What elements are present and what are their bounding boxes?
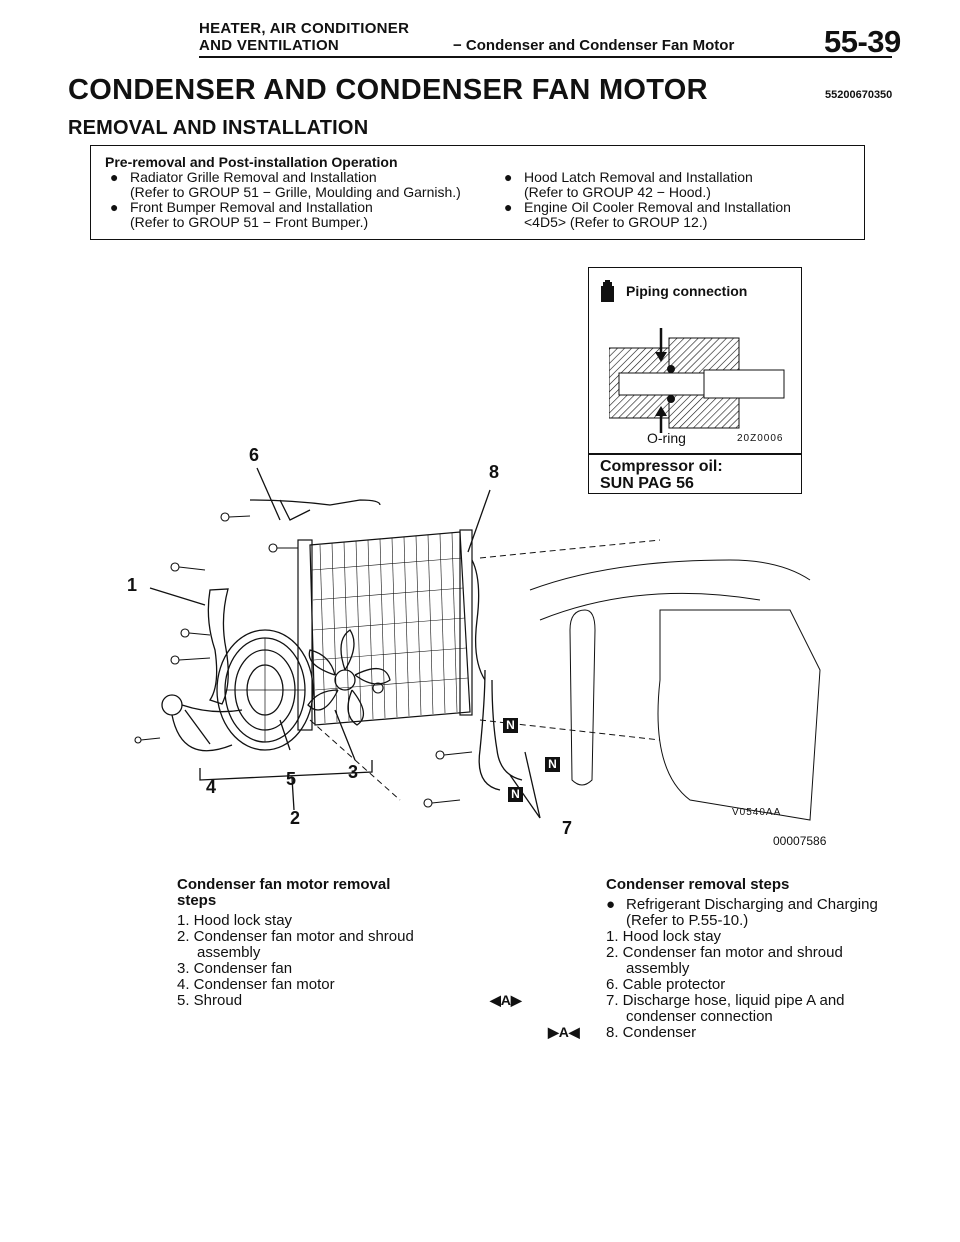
step-item: 2. Condenser fan motor and shroud xyxy=(606,944,843,961)
n-mark-badge: N xyxy=(545,757,560,772)
n-mark-badge: N xyxy=(508,787,523,802)
callout-7: 7 xyxy=(562,818,573,838)
step-item: 8. Condenser xyxy=(606,1024,697,1041)
steps-title-cont: steps xyxy=(177,892,217,909)
bracket-line xyxy=(199,760,373,781)
section-subtitle: REMOVAL AND INSTALLATION xyxy=(68,117,369,139)
compressor-oil-label: Compressor oil: xyxy=(600,458,723,475)
pre-item-text: Hood Latch Removal and Installation xyxy=(524,169,753,185)
bullet-icon: ● xyxy=(110,169,119,185)
pre-item: ● Engine Oil Cooler Removal and Installat… xyxy=(499,200,791,230)
pre-removal-box: Pre-removal and Post-installation Operat… xyxy=(90,145,865,240)
pre-removal-left-column: ● Radiator Grille Removal and Installatio… xyxy=(105,170,461,230)
step-item: 1. Hood lock stay xyxy=(177,912,293,929)
service-marker-a: ▶A◀ xyxy=(548,1024,580,1040)
leader-line xyxy=(149,587,206,606)
steps-title: Condenser removal steps xyxy=(606,876,790,893)
pre-item-ref: <4D5> (Refer to GROUP 12.) xyxy=(524,214,708,230)
steps-title: Condenser fan motor removal xyxy=(177,876,391,893)
bullet-icon: ● xyxy=(110,199,119,215)
bullet-icon: ● xyxy=(504,199,513,215)
condenser-fan xyxy=(307,629,391,726)
step-item: 1. Hood lock stay xyxy=(606,928,722,945)
inset-figure-code: 20Z0006 xyxy=(737,433,784,444)
leader-line xyxy=(256,467,281,521)
inset-divider xyxy=(589,453,801,455)
step-item-cont: (Refer to P.55-10.) xyxy=(626,912,749,929)
inset-title: Piping connection xyxy=(626,283,748,299)
piping-connection-inset: Piping connection O-ring 20Z0006 Compres… xyxy=(588,267,802,494)
step-item: 6. Cable protector xyxy=(606,976,726,993)
bullet-icon: ● xyxy=(504,169,513,185)
receiver-drier xyxy=(569,609,596,786)
callout-2: 2 xyxy=(290,808,301,828)
vehicle-body-outline xyxy=(309,539,821,821)
step-item: 5. Shroud xyxy=(177,992,243,1009)
callout-4: 4 xyxy=(206,777,217,797)
pre-item-ref: (Refer to GROUP 51 − Grille, Moulding an… xyxy=(130,184,461,200)
step-item: 4. Condenser fan motor xyxy=(177,976,335,993)
callout-1: 1 xyxy=(127,575,138,595)
page-number: 55-39 xyxy=(824,24,901,59)
refrigerant-pipes xyxy=(471,559,523,791)
pre-item: ● Radiator Grille Removal and Installatio… xyxy=(105,170,461,200)
fan-shroud xyxy=(207,588,314,751)
step-item-cont: assembly xyxy=(626,960,690,977)
bolt-group xyxy=(134,512,473,808)
pre-item-ref: (Refer to GROUP 51 − Front Bumper.) xyxy=(130,214,369,230)
oring-label: O-ring xyxy=(647,430,686,446)
callout-5: 5 xyxy=(286,769,297,789)
fan-motor xyxy=(161,694,243,752)
subsection-title: − Condenser and Condenser Fan Motor xyxy=(453,37,735,54)
step-item: 7. Discharge hose, liquid pipe A and xyxy=(606,992,845,1009)
page-title: CONDENSER AND CONDENSER FAN MOTOR xyxy=(68,74,708,106)
step-item: 2. Condenser fan motor and shroud xyxy=(177,928,414,945)
leader-line xyxy=(467,489,491,553)
figure-id: 00007586 xyxy=(773,834,827,848)
pre-item-text: Front Bumper Removal and Installation xyxy=(130,199,373,215)
pre-item: ● Hood Latch Removal and Installation(Ref… xyxy=(499,170,791,200)
service-marker-a: ◀A▶ xyxy=(490,992,522,1008)
header-divider xyxy=(199,56,892,58)
title-code: 55200670350 xyxy=(825,89,893,101)
figure-code-small: V0540AA xyxy=(732,807,782,818)
step-item-cont: condenser connection xyxy=(626,1008,773,1025)
step-text: Refrigerant Discharging and Charging xyxy=(626,896,878,913)
leader-line xyxy=(184,709,211,745)
pre-item-text: Radiator Grille Removal and Installation xyxy=(130,169,377,185)
cable-protector xyxy=(249,499,381,506)
section-title-line1: HEATER, AIR CONDITIONER xyxy=(199,20,410,37)
leader-line xyxy=(334,709,356,761)
condenser-removal-steps: Condenser removal steps ● Refrigerant Dis… xyxy=(606,877,878,1041)
callout-6: 6 xyxy=(249,445,260,465)
callout-8: 8 xyxy=(489,462,500,482)
fan-motor-removal-steps: Condenser fan motor removal steps 1. Hoo… xyxy=(177,877,414,1009)
cable-protector-bracket xyxy=(279,499,311,521)
callout-3: 3 xyxy=(348,762,359,782)
oil-can-icon xyxy=(601,280,614,302)
compressor-oil-type: SUN PAG 56 xyxy=(600,475,694,492)
section-title-line2: AND VENTILATION xyxy=(199,37,340,54)
leader-line xyxy=(509,774,541,819)
step-item-cont: assembly xyxy=(197,944,261,961)
step-item: ● Refrigerant Discharging and Charging xyxy=(606,897,878,913)
n-mark-badge: N xyxy=(503,718,518,733)
pre-removal-right-column: ● Hood Latch Removal and Installation(Ref… xyxy=(499,170,791,230)
step-item: 3. Condenser fan xyxy=(177,960,293,977)
condenser-core xyxy=(297,529,473,731)
piping-section-diagram xyxy=(609,328,785,433)
leader-line xyxy=(291,777,295,811)
pre-item: ● Front Bumper Removal and Installation(R… xyxy=(105,200,461,230)
exploded-view-figure xyxy=(134,467,821,821)
pre-item-text: Engine Oil Cooler Removal and Installati… xyxy=(524,199,791,215)
bullet-icon: ● xyxy=(606,896,616,913)
pre-item-ref: (Refer to GROUP 42 − Hood.) xyxy=(524,184,711,200)
leader-line xyxy=(524,751,541,819)
pre-removal-title: Pre-removal and Post-installation Operat… xyxy=(105,154,398,170)
